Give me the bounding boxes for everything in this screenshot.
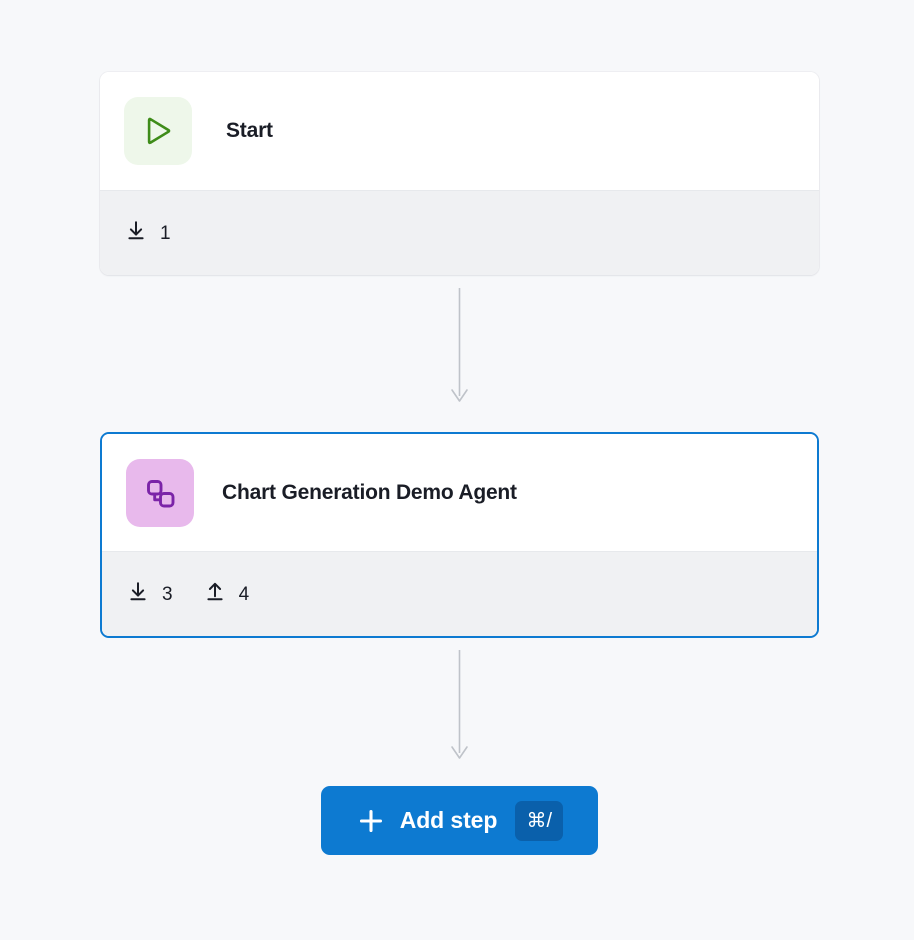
download-icon [126, 580, 150, 609]
upload-icon [203, 580, 227, 609]
add-step-shortcut-badge: ⌘/ [515, 800, 564, 841]
workflow-node-start[interactable]: Start 1 [100, 72, 819, 275]
add-step-label: Add step [399, 807, 498, 833]
download-icon [124, 219, 148, 248]
add-step-button[interactable]: Add step ⌘/ [321, 786, 598, 855]
input-count-value: 3 [162, 583, 173, 605]
node-input-count-start: 1 [124, 219, 171, 248]
node-input-count-agent: 3 [126, 580, 173, 609]
node-title-start: Start [226, 119, 273, 142]
node-output-count-agent: 4 [203, 580, 250, 609]
plus-icon [356, 806, 386, 836]
connected-nodes-icon [126, 458, 194, 527]
node-footer-start: 1 [100, 190, 819, 275]
output-count-value: 4 [238, 583, 250, 605]
workflow-node-chart-generation-demo-agent[interactable]: Chart Generation Demo Agent 3 4 [100, 432, 819, 638]
input-count-value: 1 [160, 222, 171, 244]
node-header-start: Start [100, 72, 819, 190]
play-triangle-icon [124, 97, 192, 165]
node-footer-agent: 3 4 [102, 551, 817, 636]
node-title-agent: Chart Generation Demo Agent [222, 480, 517, 504]
node-header-agent: Chart Generation Demo Agent [102, 434, 817, 551]
